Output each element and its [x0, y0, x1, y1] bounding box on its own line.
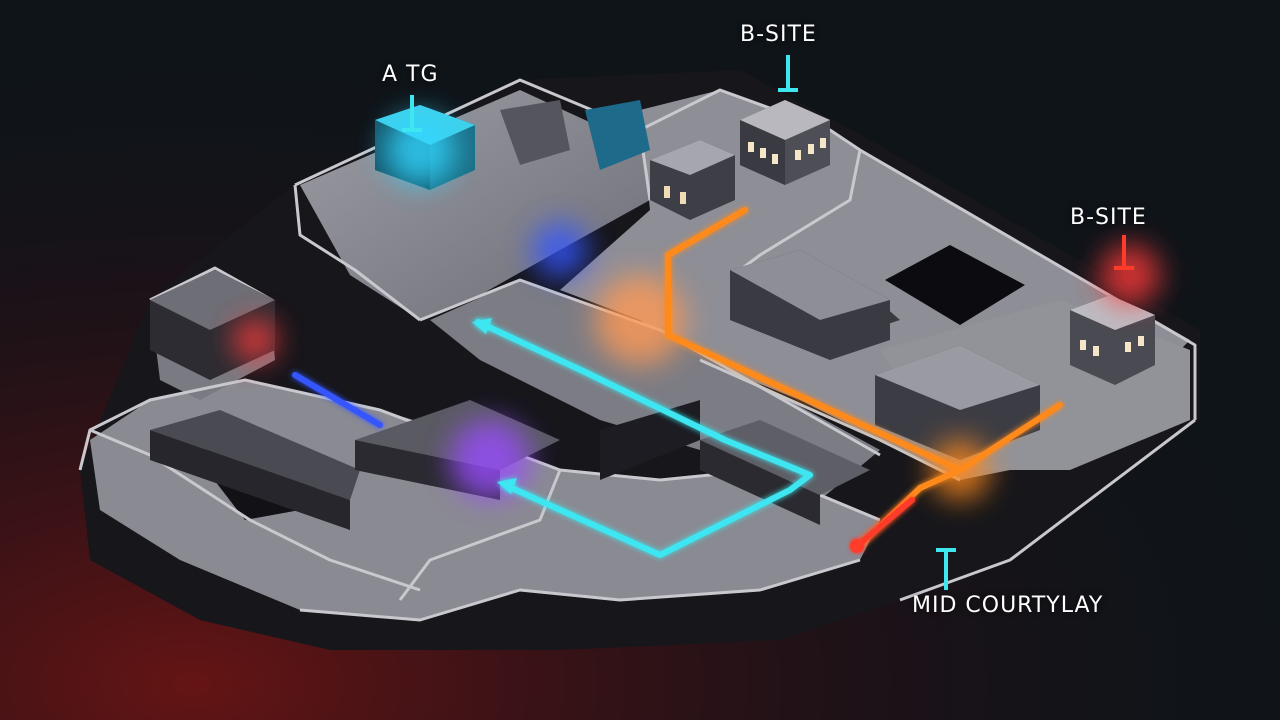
- arrow-head-icon: [472, 318, 517, 494]
- route-blue: [292, 372, 383, 428]
- label-b-site-right: B-SITE: [1070, 205, 1147, 230]
- building-left-annex: [650, 140, 735, 220]
- route-red-endpoint: [850, 539, 864, 553]
- building-b-site-top: [740, 100, 830, 185]
- red-pointer-icon: [1114, 235, 1134, 270]
- cyan-pointer-icon: [936, 548, 956, 590]
- cyan-pointer-icon: [402, 95, 422, 132]
- cyan-pointer-icon: [778, 55, 798, 92]
- label-mid-courtyard: MID COURTYLAY: [912, 593, 1104, 618]
- label-a-tg: A TG: [382, 62, 439, 87]
- building-center: [730, 250, 890, 360]
- route-red: [855, 497, 915, 548]
- route-cyan: [475, 319, 813, 558]
- wall-blocks: [150, 400, 870, 530]
- building-mid-right: [875, 345, 1040, 460]
- building-b-site-right: [1070, 295, 1155, 385]
- building-a-right: [500, 100, 650, 170]
- label-b-site-top: B-SITE: [740, 22, 817, 47]
